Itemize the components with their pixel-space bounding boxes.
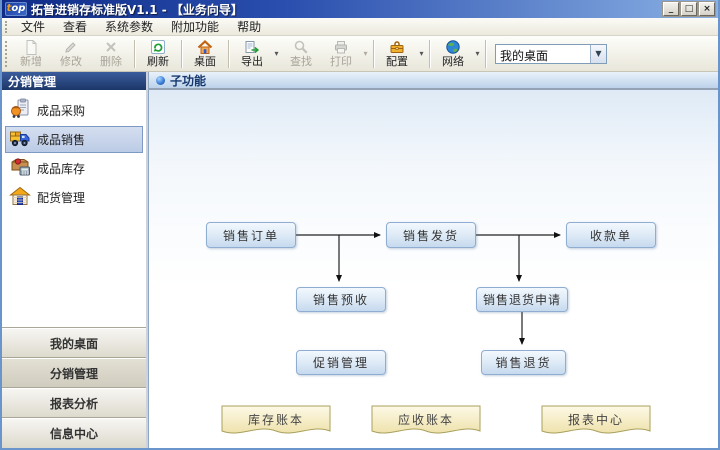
app-logo-icon: top bbox=[5, 2, 27, 16]
print-dropdown-arrow-icon[interactable]: ▾ bbox=[363, 49, 368, 58]
print-button[interactable]: 打印 bbox=[321, 37, 361, 70]
new-button[interactable]: 新增 bbox=[11, 37, 51, 70]
desktop-selector-combobox[interactable]: 我的桌面 ▼ bbox=[495, 43, 607, 64]
network-dropdown-arrow-icon[interactable]: ▾ bbox=[475, 49, 480, 58]
close-button[interactable]: × bbox=[699, 2, 715, 16]
distribution-house-icon bbox=[9, 185, 31, 210]
toolbox-icon bbox=[389, 39, 405, 55]
sidebar-section-my-desktop[interactable]: 我的桌面 bbox=[2, 328, 146, 358]
flow-box-sales-prepayment[interactable]: 销售预收 bbox=[296, 287, 386, 312]
toolbar-separator bbox=[181, 39, 182, 68]
main-panel: 子功能 销售订单 销售发货 收款单 bbox=[148, 72, 718, 448]
network-button[interactable]: 网络 bbox=[433, 37, 473, 70]
find-button[interactable]: 查找 bbox=[281, 37, 321, 70]
sub-function-title: 子功能 bbox=[170, 73, 207, 88]
export-button-group: 导出 ▾ bbox=[232, 37, 281, 70]
toolbar: 新增 修改 删除 刷新 桌面 bbox=[2, 36, 718, 72]
menu-file[interactable]: 文件 bbox=[21, 20, 46, 34]
maximize-button[interactable]: □ bbox=[681, 2, 697, 16]
menu-system-params[interactable]: 系统参数 bbox=[105, 20, 154, 34]
sales-truck-icon bbox=[9, 127, 31, 152]
title-bar: top 拓普进销存标准版V1.1 - 【业务向导】 _ □ × bbox=[2, 0, 718, 18]
sidebar-item-finished-inventory[interactable]: 成品库存 bbox=[5, 155, 143, 182]
refresh-icon bbox=[150, 39, 166, 55]
toolbar-separator bbox=[373, 39, 374, 68]
document-report-center[interactable]: 报表中心 bbox=[541, 405, 651, 440]
document-receivable-ledger[interactable]: 应收账本 bbox=[371, 405, 481, 440]
sidebar-item-distribution-mgmt[interactable]: 配货管理 bbox=[5, 184, 143, 211]
combobox-dropdown-arrow-icon[interactable]: ▼ bbox=[590, 44, 606, 63]
flow-box-sales-return-request[interactable]: 销售退货申请 bbox=[476, 287, 568, 312]
sidebar-section-distribution[interactable]: 分销管理 bbox=[2, 358, 146, 388]
magnifier-icon bbox=[293, 39, 309, 55]
menu-view[interactable]: 查看 bbox=[63, 20, 88, 34]
home-icon bbox=[197, 39, 213, 55]
flow-box-sales-return[interactable]: 销售退货 bbox=[481, 350, 566, 375]
inventory-box-icon bbox=[9, 156, 31, 181]
flow-box-receipt[interactable]: 收款单 bbox=[566, 222, 656, 248]
menu-help[interactable]: 帮助 bbox=[237, 20, 262, 34]
flow-box-promotion-mgmt[interactable]: 促销管理 bbox=[296, 350, 386, 375]
sidebar-item-finished-sales[interactable]: 成品销售 bbox=[5, 126, 143, 153]
window-title: 拓普进销存标准版V1.1 - 【业务向导】 bbox=[31, 2, 243, 17]
desktop-button[interactable]: 桌面 bbox=[185, 37, 225, 70]
export-icon bbox=[244, 39, 260, 55]
toolbar-separator bbox=[429, 39, 430, 68]
purchase-cart-icon bbox=[9, 98, 31, 123]
sidebar-item-finished-purchase[interactable]: 成品采购 bbox=[5, 97, 143, 124]
export-dropdown-arrow-icon[interactable]: ▾ bbox=[274, 49, 279, 58]
sidebar-group-title: 分销管理 bbox=[2, 72, 146, 90]
edit-button[interactable]: 修改 bbox=[51, 37, 91, 70]
x-icon bbox=[103, 39, 119, 55]
pencil-icon bbox=[63, 39, 79, 55]
config-dropdown-arrow-icon[interactable]: ▾ bbox=[419, 49, 424, 58]
toolbar-separator bbox=[228, 39, 229, 68]
new-document-icon bbox=[23, 39, 39, 55]
flow-box-sales-shipment[interactable]: 销售发货 bbox=[386, 222, 476, 248]
menu-bar: 文件 查看 系统参数 附加功能 帮助 bbox=[2, 18, 718, 36]
globe-icon bbox=[445, 39, 461, 55]
document-inventory-ledger[interactable]: 库存账本 bbox=[221, 405, 331, 440]
toolbar-separator bbox=[134, 39, 135, 68]
sidebar-section-info-center[interactable]: 信息中心 bbox=[2, 418, 146, 448]
menu-addons[interactable]: 附加功能 bbox=[171, 20, 220, 34]
config-button[interactable]: 配置 bbox=[377, 37, 417, 70]
refresh-button[interactable]: 刷新 bbox=[138, 37, 178, 70]
combobox-value: 我的桌面 bbox=[500, 48, 549, 63]
minimize-button[interactable]: _ bbox=[663, 2, 679, 16]
flow-arrows bbox=[296, 232, 561, 345]
config-button-group: 配置 ▾ bbox=[377, 37, 426, 70]
logo-text: op bbox=[11, 3, 26, 14]
sub-function-header: 子功能 bbox=[149, 72, 718, 90]
printer-icon bbox=[333, 39, 349, 55]
sidebar: 分销管理 成品采购 成品销售 bbox=[2, 72, 148, 448]
workflow-diagram: 销售订单 销售发货 收款单 销售预收 销售退货申请 促销管理 销售退货 库存账本 bbox=[149, 90, 718, 448]
network-button-group: 网络 ▾ bbox=[433, 37, 482, 70]
sidebar-section-report-analysis[interactable]: 报表分析 bbox=[2, 388, 146, 418]
bullet-orb-icon bbox=[156, 75, 165, 85]
export-button[interactable]: 导出 bbox=[232, 37, 272, 70]
print-button-group: 打印 ▾ bbox=[321, 37, 370, 70]
flow-box-sales-order[interactable]: 销售订单 bbox=[206, 222, 296, 248]
delete-button[interactable]: 删除 bbox=[91, 37, 131, 70]
toolbar-separator bbox=[485, 39, 486, 68]
